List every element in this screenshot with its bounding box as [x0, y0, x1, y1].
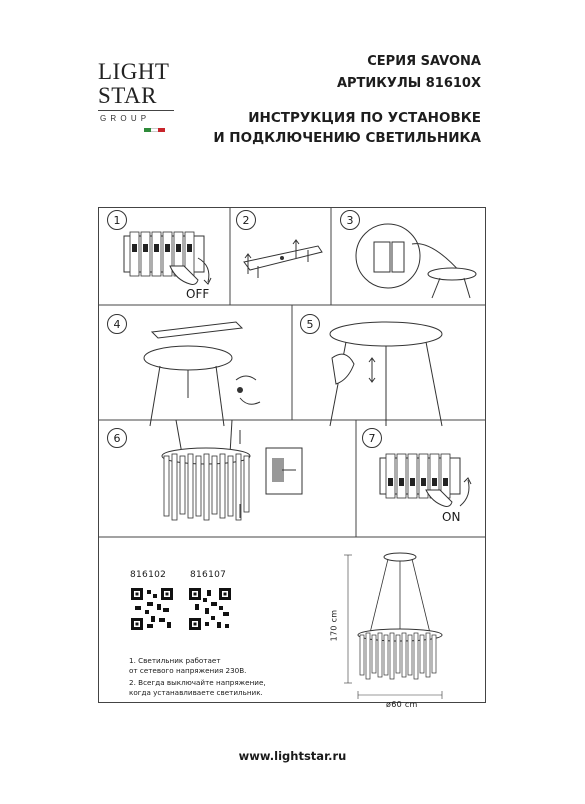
series-name: СЕРИЯ SAVONA — [367, 54, 481, 69]
step-5-height-illustration — [329, 321, 443, 427]
title-line-1: ИНСТРУКЦИЯ ПО УСТАНОВКЕ — [248, 110, 481, 126]
step-2-bracket-illustration — [243, 239, 323, 278]
brand-line-2: STAR — [98, 83, 157, 108]
step-7-breaker-illustration — [379, 453, 472, 507]
qr-code-1 — [131, 588, 173, 630]
title-line-2: И ПОДКЛЮЧЕНИЮ СВЕТИЛЬНИКА — [213, 130, 481, 146]
on-label: ON — [442, 510, 461, 524]
article-numbers: АРТИКУЛЫ 81610X — [336, 76, 481, 91]
instruction-grid — [98, 207, 486, 703]
brand-line-1: LIGHT — [98, 59, 170, 84]
step-7-badge: 7 — [362, 428, 382, 448]
step-3-wiring-illustration — [355, 223, 477, 299]
grid-lines — [98, 207, 486, 703]
model-code-2: 816107 — [190, 570, 227, 580]
qr-code-2 — [189, 588, 231, 630]
step-3-badge: 3 — [340, 210, 360, 230]
step-6-shade-illustration — [161, 419, 303, 521]
step-1-breaker-illustration — [123, 231, 212, 285]
step-5-badge: 5 — [300, 314, 320, 334]
model-code-1: 816102 — [130, 570, 167, 580]
brand-line-3: GROUP — [100, 114, 151, 123]
note-1: 1. Светильник работает от сетевого напря… — [129, 656, 247, 675]
step-1-badge: 1 — [107, 210, 127, 230]
step-4-canopy-illustration — [143, 321, 261, 427]
height-dimension: 170 cm — [329, 609, 339, 642]
step-4-badge: 4 — [107, 314, 127, 334]
diameter-dimension: ø60 cm — [386, 700, 418, 709]
product-dimension-drawing — [344, 552, 443, 699]
brand-logo: LIGHT STAR GROUP — [96, 48, 180, 144]
brand-rule — [98, 110, 174, 111]
step-2-badge: 2 — [236, 210, 256, 230]
step-6-badge: 6 — [107, 428, 127, 448]
off-label: OFF — [186, 287, 210, 301]
italian-flag — [144, 128, 165, 132]
note-2: 2. Всегда выключайте напряжение, когда у… — [129, 678, 266, 697]
footer-url[interactable]: www.lightstar.ru — [238, 749, 347, 763]
